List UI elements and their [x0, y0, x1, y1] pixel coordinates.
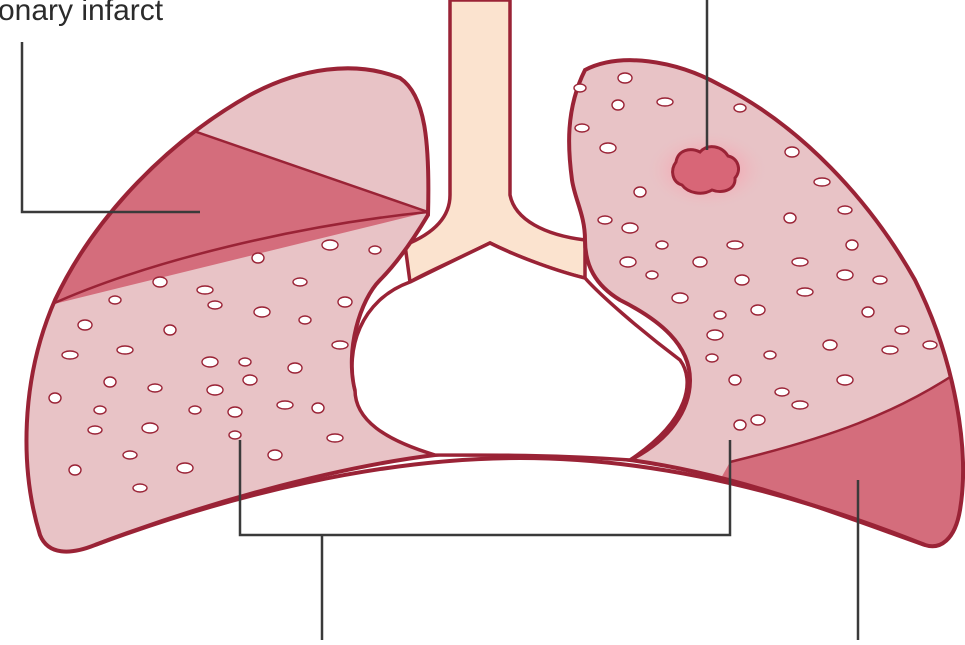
alveolus-dot [189, 406, 201, 414]
alveolus-dot [785, 147, 799, 157]
alveolus-dot [775, 388, 789, 396]
alveolus-dot [239, 358, 251, 366]
alveolus-dot [177, 463, 193, 473]
alveolus-dot [268, 450, 282, 460]
alveolus-dot [322, 240, 338, 250]
alveolus-dot [332, 341, 348, 349]
alveolus-dot [575, 124, 589, 132]
alveolus-dot [838, 206, 852, 214]
alveolus-dot [62, 351, 78, 359]
alveolus-dot [622, 223, 638, 233]
alveolus-dot [729, 375, 741, 385]
alveolus-dot [88, 426, 102, 434]
alveolus-dot [784, 213, 796, 223]
alveolus-dot [327, 434, 343, 442]
alveolus-dot [707, 330, 723, 340]
alveolus-dot [634, 187, 646, 197]
alveolus-dot [142, 423, 158, 433]
alveolus-dot [369, 246, 381, 254]
alveolus-dot [714, 311, 726, 319]
alveolus-dot [672, 293, 688, 303]
alveolus-dot [727, 241, 743, 249]
alveolus-dot [228, 407, 242, 417]
alveolus-dot [207, 385, 223, 395]
alveolus-dot [797, 288, 813, 296]
alveolus-dot [706, 354, 718, 362]
alveolus-dot [620, 257, 636, 267]
alveolus-dot [693, 257, 707, 267]
alveolus-dot [837, 375, 853, 385]
alveolus-dot [78, 320, 92, 330]
alveolus-dot [164, 325, 176, 335]
alveolus-dot [814, 178, 830, 186]
alveolus-dot [229, 431, 241, 439]
left-lung [569, 60, 965, 560]
alveolus-dot [288, 363, 302, 373]
trachea [405, 0, 585, 282]
alveolus-dot [277, 401, 293, 409]
alveolus-dot [600, 143, 616, 153]
alveolus-dot [208, 301, 222, 309]
alveolus-dot [117, 346, 133, 354]
alveolus-dot [618, 73, 632, 83]
alveolus-dot [735, 275, 749, 285]
alveolus-dot [312, 403, 324, 413]
alveolus-dot [734, 104, 746, 112]
alveolus-dot [202, 357, 218, 367]
alveolus-dot [751, 305, 765, 315]
alveolus-dot [862, 307, 874, 317]
alveolus-dot [882, 346, 898, 354]
alveolus-dot [109, 296, 121, 304]
alveolus-dot [133, 484, 147, 492]
alveolus-dot [254, 307, 270, 317]
alveolus-dot [837, 270, 853, 280]
alveolus-dot [574, 84, 586, 92]
alveolus-dot [299, 316, 311, 324]
alveolus-dot [656, 241, 668, 249]
alveolus-dot [293, 278, 307, 286]
alveolus-dot [734, 420, 746, 430]
alveolus-dot [197, 286, 213, 294]
alveolus-dot [895, 326, 909, 334]
alveolus-dot [846, 240, 858, 250]
label-infarct: onary infarct [0, 0, 163, 28]
alveolus-dot [123, 451, 137, 459]
alveolus-dot [153, 277, 167, 287]
alveolus-dot [873, 276, 887, 284]
alveolus-dot [598, 216, 612, 224]
alveolus-dot [612, 100, 624, 110]
alveolus-dot [646, 271, 658, 279]
alveolus-dot [243, 375, 257, 385]
alveolus-dot [764, 351, 776, 359]
alveolus-dot [923, 341, 937, 349]
alveolus-dot [657, 98, 673, 106]
alveolus-dot [49, 393, 61, 403]
alveolus-dot [338, 297, 352, 307]
alveolus-dot [104, 377, 116, 387]
alveolus-dot [751, 415, 765, 425]
alveolus-dot [148, 384, 162, 392]
alveolus-dot [792, 401, 808, 409]
alveolus-dot [252, 253, 264, 263]
alveolus-dot [792, 258, 808, 266]
alveolus-dot [823, 340, 837, 350]
alveolus-dot [94, 406, 106, 414]
alveolus-dot [69, 465, 81, 475]
